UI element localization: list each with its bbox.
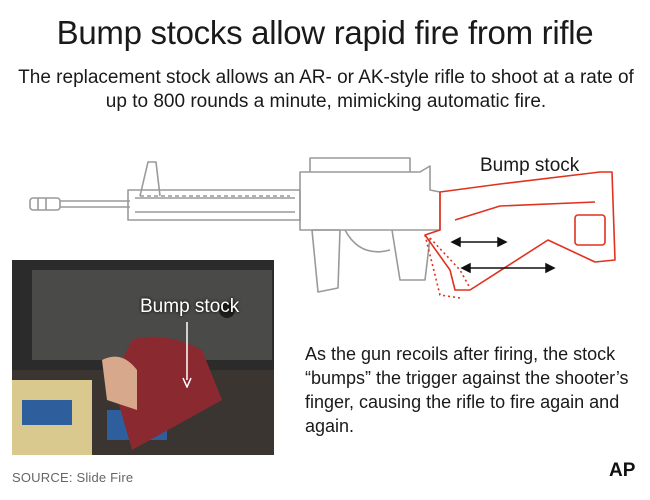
- subtitle: The replacement stock allows an AR- or A…: [18, 67, 634, 112]
- photo-bump-stock-label: Bump stock: [140, 296, 240, 317]
- rifle-diagram: [29, 157, 616, 299]
- caption: As the gun recoils after firing, the sto…: [305, 344, 629, 436]
- source-credit: SOURCE: Slide Fire: [12, 470, 134, 485]
- down-arrow-icon: [182, 322, 192, 388]
- ap-logo: AP: [609, 460, 636, 481]
- bump-stock-label: Bump stock: [480, 155, 580, 176]
- bump-stock-photo: [12, 260, 274, 455]
- page-title: Bump stocks allow rapid fire from rifle: [56, 14, 594, 51]
